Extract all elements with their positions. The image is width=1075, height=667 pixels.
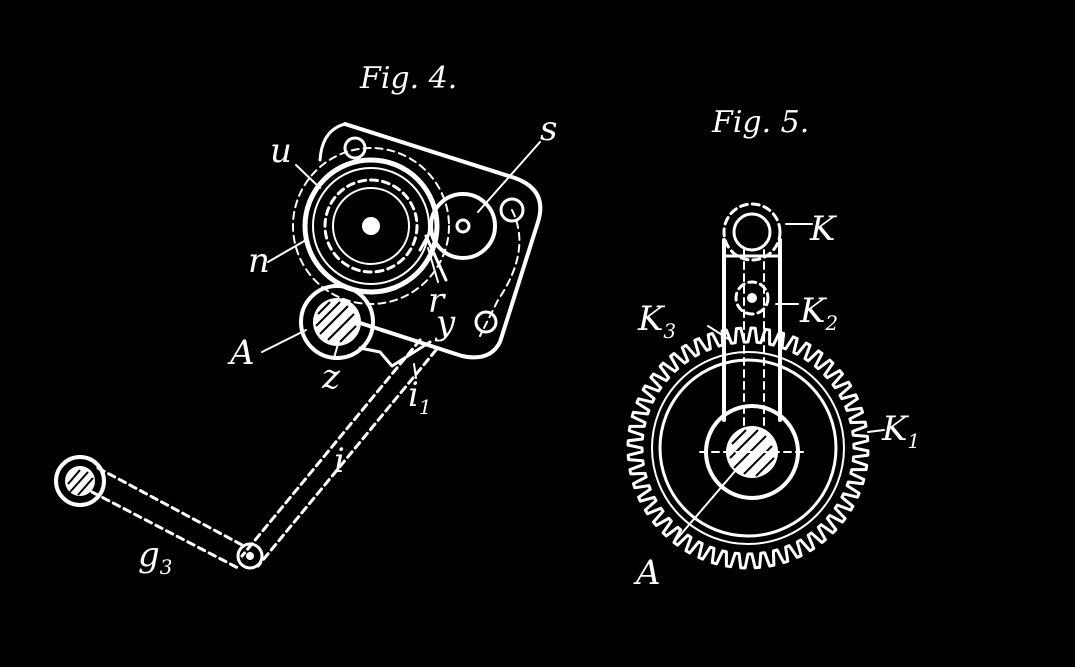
fig4-label-i: i — [334, 441, 345, 481]
fig4-label-n: n — [248, 241, 270, 281]
fig5-shaft-hatch — [729, 429, 775, 477]
fig5-wheel-rim — [651, 351, 845, 545]
fig4-title: Fig. 4. — [359, 61, 457, 96]
fig5-title: Fig. 5. — [711, 105, 809, 140]
fig4-housing-left-edge — [318, 122, 347, 162]
fig4-shaft-collar — [299, 284, 375, 360]
fig4-leader-lines — [261, 141, 541, 379]
fig4-pawl — [418, 230, 448, 282]
fig5-head-K-inner — [732, 212, 772, 252]
fig4-small-gear-axle — [455, 218, 471, 234]
fig4-label-z: z — [321, 357, 341, 397]
fig4-label-u: u — [270, 131, 292, 171]
figure-5: Fig. 5. — [626, 105, 920, 593]
fig4-label-r: r — [428, 281, 446, 321]
fig4-label-s: s — [540, 109, 557, 149]
fig4-link-g3-a — [96, 466, 246, 548]
fig4-pivot-lower — [474, 310, 498, 334]
fig4-drum-inner — [332, 187, 410, 265]
fig4-link-i-a — [240, 338, 422, 558]
fig4-shaft-hatch — [315, 301, 357, 343]
fig5-toothed-wheel — [626, 326, 870, 570]
fig4-label-i1: i1 — [408, 375, 432, 419]
fig4-elbow-joint — [236, 542, 264, 570]
fig5-head-K — [722, 202, 782, 262]
fig4-end-pivot — [54, 455, 106, 507]
fig4-small-gear — [429, 192, 497, 260]
fig4-elbow-pin — [246, 552, 254, 560]
fig4-link-i-b — [256, 348, 438, 568]
fig4-link-g3-b — [90, 490, 240, 570]
fig4-housing-plate — [318, 122, 543, 360]
fig5-lever-arm — [722, 238, 782, 422]
fig5-label-K1: K1 — [881, 409, 920, 453]
fig4-end-pivot-hatch — [67, 469, 94, 496]
fig4-drum-outer — [302, 157, 440, 295]
fig4-drum-pins — [323, 178, 419, 274]
fig5-wheel-face — [658, 358, 838, 538]
fig5-pin-K2-center — [747, 293, 757, 303]
fig5-label-K2: K2 — [799, 291, 838, 335]
fig5-pin-K2 — [734, 280, 770, 316]
fig4-drum-hub — [362, 217, 380, 235]
fig4-spring — [479, 209, 521, 337]
fig5-label-K3: K3 — [637, 299, 676, 343]
fig4-label-g3: g3 — [138, 535, 173, 579]
fig5-label-A: A — [633, 553, 661, 593]
fig4-label-A: A — [227, 333, 255, 373]
fig4-pivot-right — [499, 197, 525, 223]
fig5-leader-lines — [675, 223, 885, 541]
fig4-drum-guard — [292, 147, 450, 305]
fig4-label-y: y — [434, 303, 456, 343]
figure-4: Fig. 4. — [54, 61, 557, 579]
fig5-label-K: K — [809, 209, 838, 249]
fig4-collar-arm — [358, 340, 432, 368]
fig4-pivot-top — [343, 136, 367, 160]
